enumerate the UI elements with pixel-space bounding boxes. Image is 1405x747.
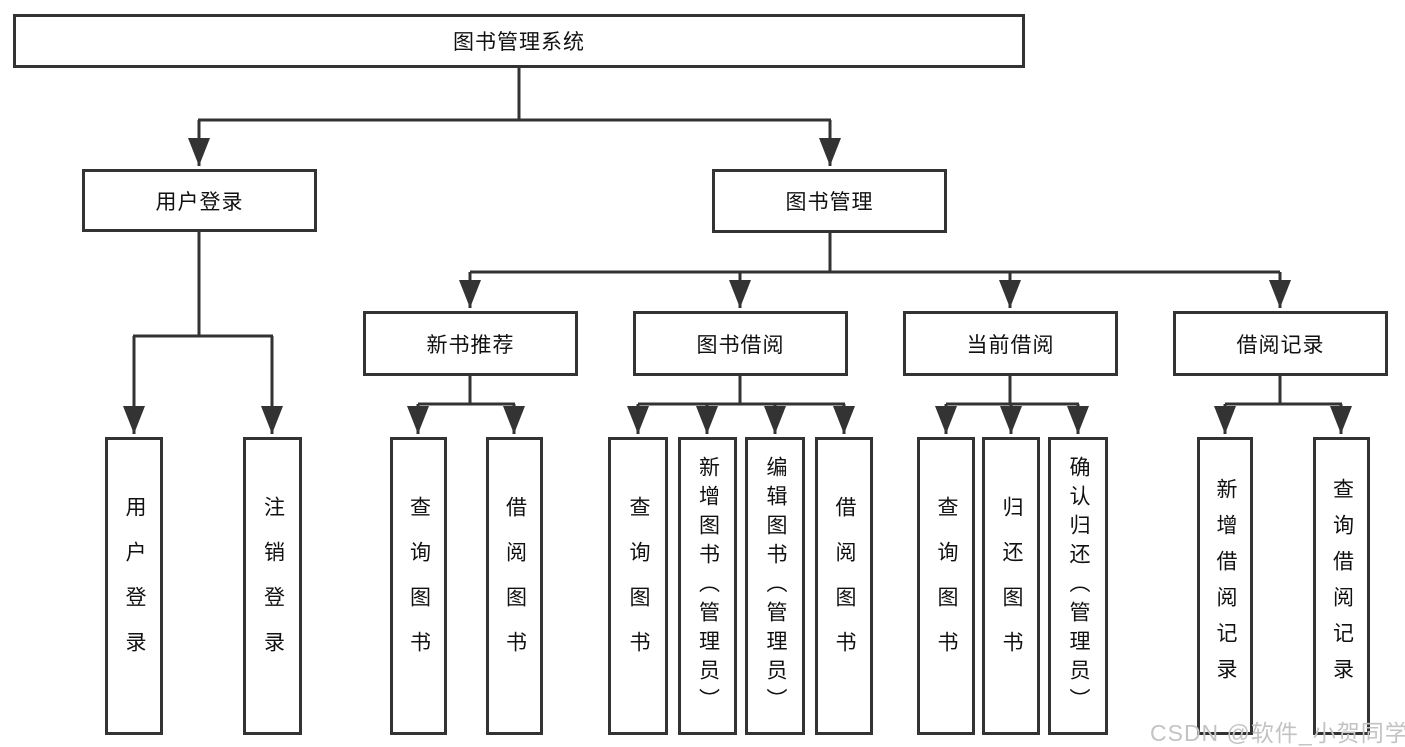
leaf-query-books-borrow: 查询图书 (608, 437, 668, 735)
node-label: 图书借阅 (696, 333, 785, 357)
node-label: 借阅记录 (1236, 333, 1325, 357)
node-label: 借阅图书 (833, 496, 856, 676)
leaf-add-book-admin: 新增图书（管理员） (678, 437, 737, 735)
node-label: 查询图书 (407, 496, 431, 676)
leaf-confirm-return-admin: 确认归还（管理员） (1048, 437, 1108, 735)
node-label: 查询图书 (627, 496, 650, 676)
node-book-borrow: 图书借阅 (633, 311, 848, 376)
node-label: 新增借阅记录 (1214, 478, 1237, 694)
node-current-borrow: 当前借阅 (903, 311, 1118, 376)
node-user-login: 用户登录 (82, 169, 317, 232)
node-label: 图书管理 (785, 191, 874, 214)
leaf-return-book: 归还图书 (982, 437, 1040, 735)
leaf-edit-book-admin: 编辑图书（管理员） (745, 437, 805, 735)
leaf-borrow-books-recommend: 借阅图书 (486, 437, 543, 735)
node-label: 归还图书 (1000, 496, 1023, 676)
node-label: 新增图书（管理员） (696, 455, 720, 717)
leaf-query-books-recommend: 查询图书 (390, 437, 447, 735)
leaf-query-books-current: 查询图书 (917, 437, 975, 735)
node-label: 查询图书 (935, 496, 958, 676)
node-label: 编辑图书（管理员） (764, 455, 787, 717)
leaf-query-borrow-record: 查询借阅记录 (1313, 437, 1370, 735)
node-label: 注销登录 (261, 496, 285, 676)
node-new-book-recommend: 新书推荐 (363, 311, 578, 376)
leaf-add-borrow-record: 新增借阅记录 (1197, 437, 1253, 735)
node-root: 图书管理系统 (13, 14, 1025, 68)
leaf-borrow-books: 借阅图书 (815, 437, 873, 735)
node-borrow-records: 借阅记录 (1173, 311, 1388, 376)
node-label: 图书管理系统 (453, 31, 585, 54)
node-label: 当前借阅 (966, 333, 1055, 357)
node-label: 用户登录 (123, 496, 146, 676)
node-book-management: 图书管理 (712, 169, 947, 233)
watermark: CSDN @软件_小贺同学 (1150, 720, 1405, 746)
node-label: 查询借阅记录 (1330, 478, 1354, 694)
node-label: 借阅图书 (503, 496, 527, 676)
node-label: 确认归还（管理员） (1067, 455, 1090, 717)
node-label: 用户登录 (155, 190, 244, 214)
leaf-logout: 注销登录 (243, 437, 302, 735)
leaf-user-login: 用户登录 (105, 437, 163, 735)
node-label: 新书推荐 (426, 333, 515, 357)
